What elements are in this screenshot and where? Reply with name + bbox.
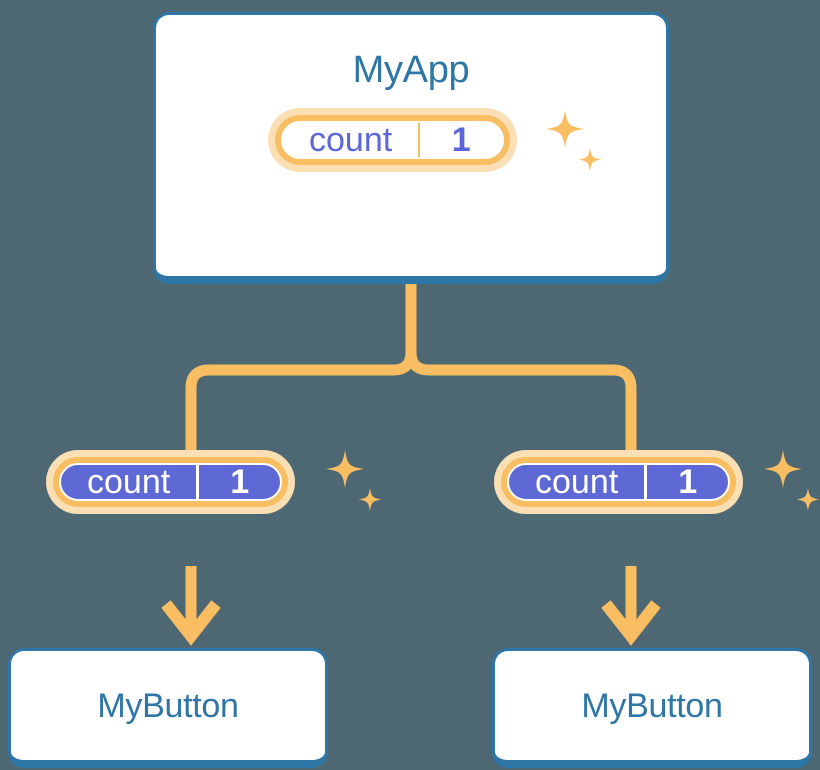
sparkle-icon	[764, 450, 820, 511]
connector-branch-left	[185, 351, 417, 454]
state-pill-key: count	[309, 121, 393, 159]
arrowhead-left	[161, 600, 221, 646]
state-pill-inner: count 1	[281, 121, 505, 159]
component-card-label: MyButton	[581, 686, 723, 725]
component-card-label: MyButton	[97, 686, 239, 725]
state-pill-inner: count 1	[507, 463, 731, 501]
state-pill-ring: count 1	[501, 457, 737, 507]
component-card-mybutton-left[interactable]: MyButton	[8, 648, 328, 768]
sparkle-icon	[326, 450, 382, 511]
state-pill-inner: count 1	[59, 463, 283, 501]
state-pill-key: count	[535, 463, 619, 501]
state-pill-value: 1	[196, 465, 280, 499]
state-pill-value: 1	[644, 465, 728, 499]
state-pill-key: count	[87, 463, 171, 501]
state-pill-mybutton-right[interactable]: count 1	[494, 450, 744, 514]
state-pill-myapp[interactable]: count 1	[268, 108, 518, 172]
state-pill-ring: count 1	[275, 115, 511, 165]
component-card-mybutton-right[interactable]: MyButton	[492, 648, 812, 768]
state-pill-ring: count 1	[53, 457, 289, 507]
page-title: MyApp	[352, 49, 470, 91]
connector-branch-right	[405, 351, 637, 454]
arrowhead-right	[601, 600, 661, 646]
state-pill-mybutton-left[interactable]: count 1	[46, 450, 296, 514]
state-pill-value: 1	[418, 123, 502, 157]
